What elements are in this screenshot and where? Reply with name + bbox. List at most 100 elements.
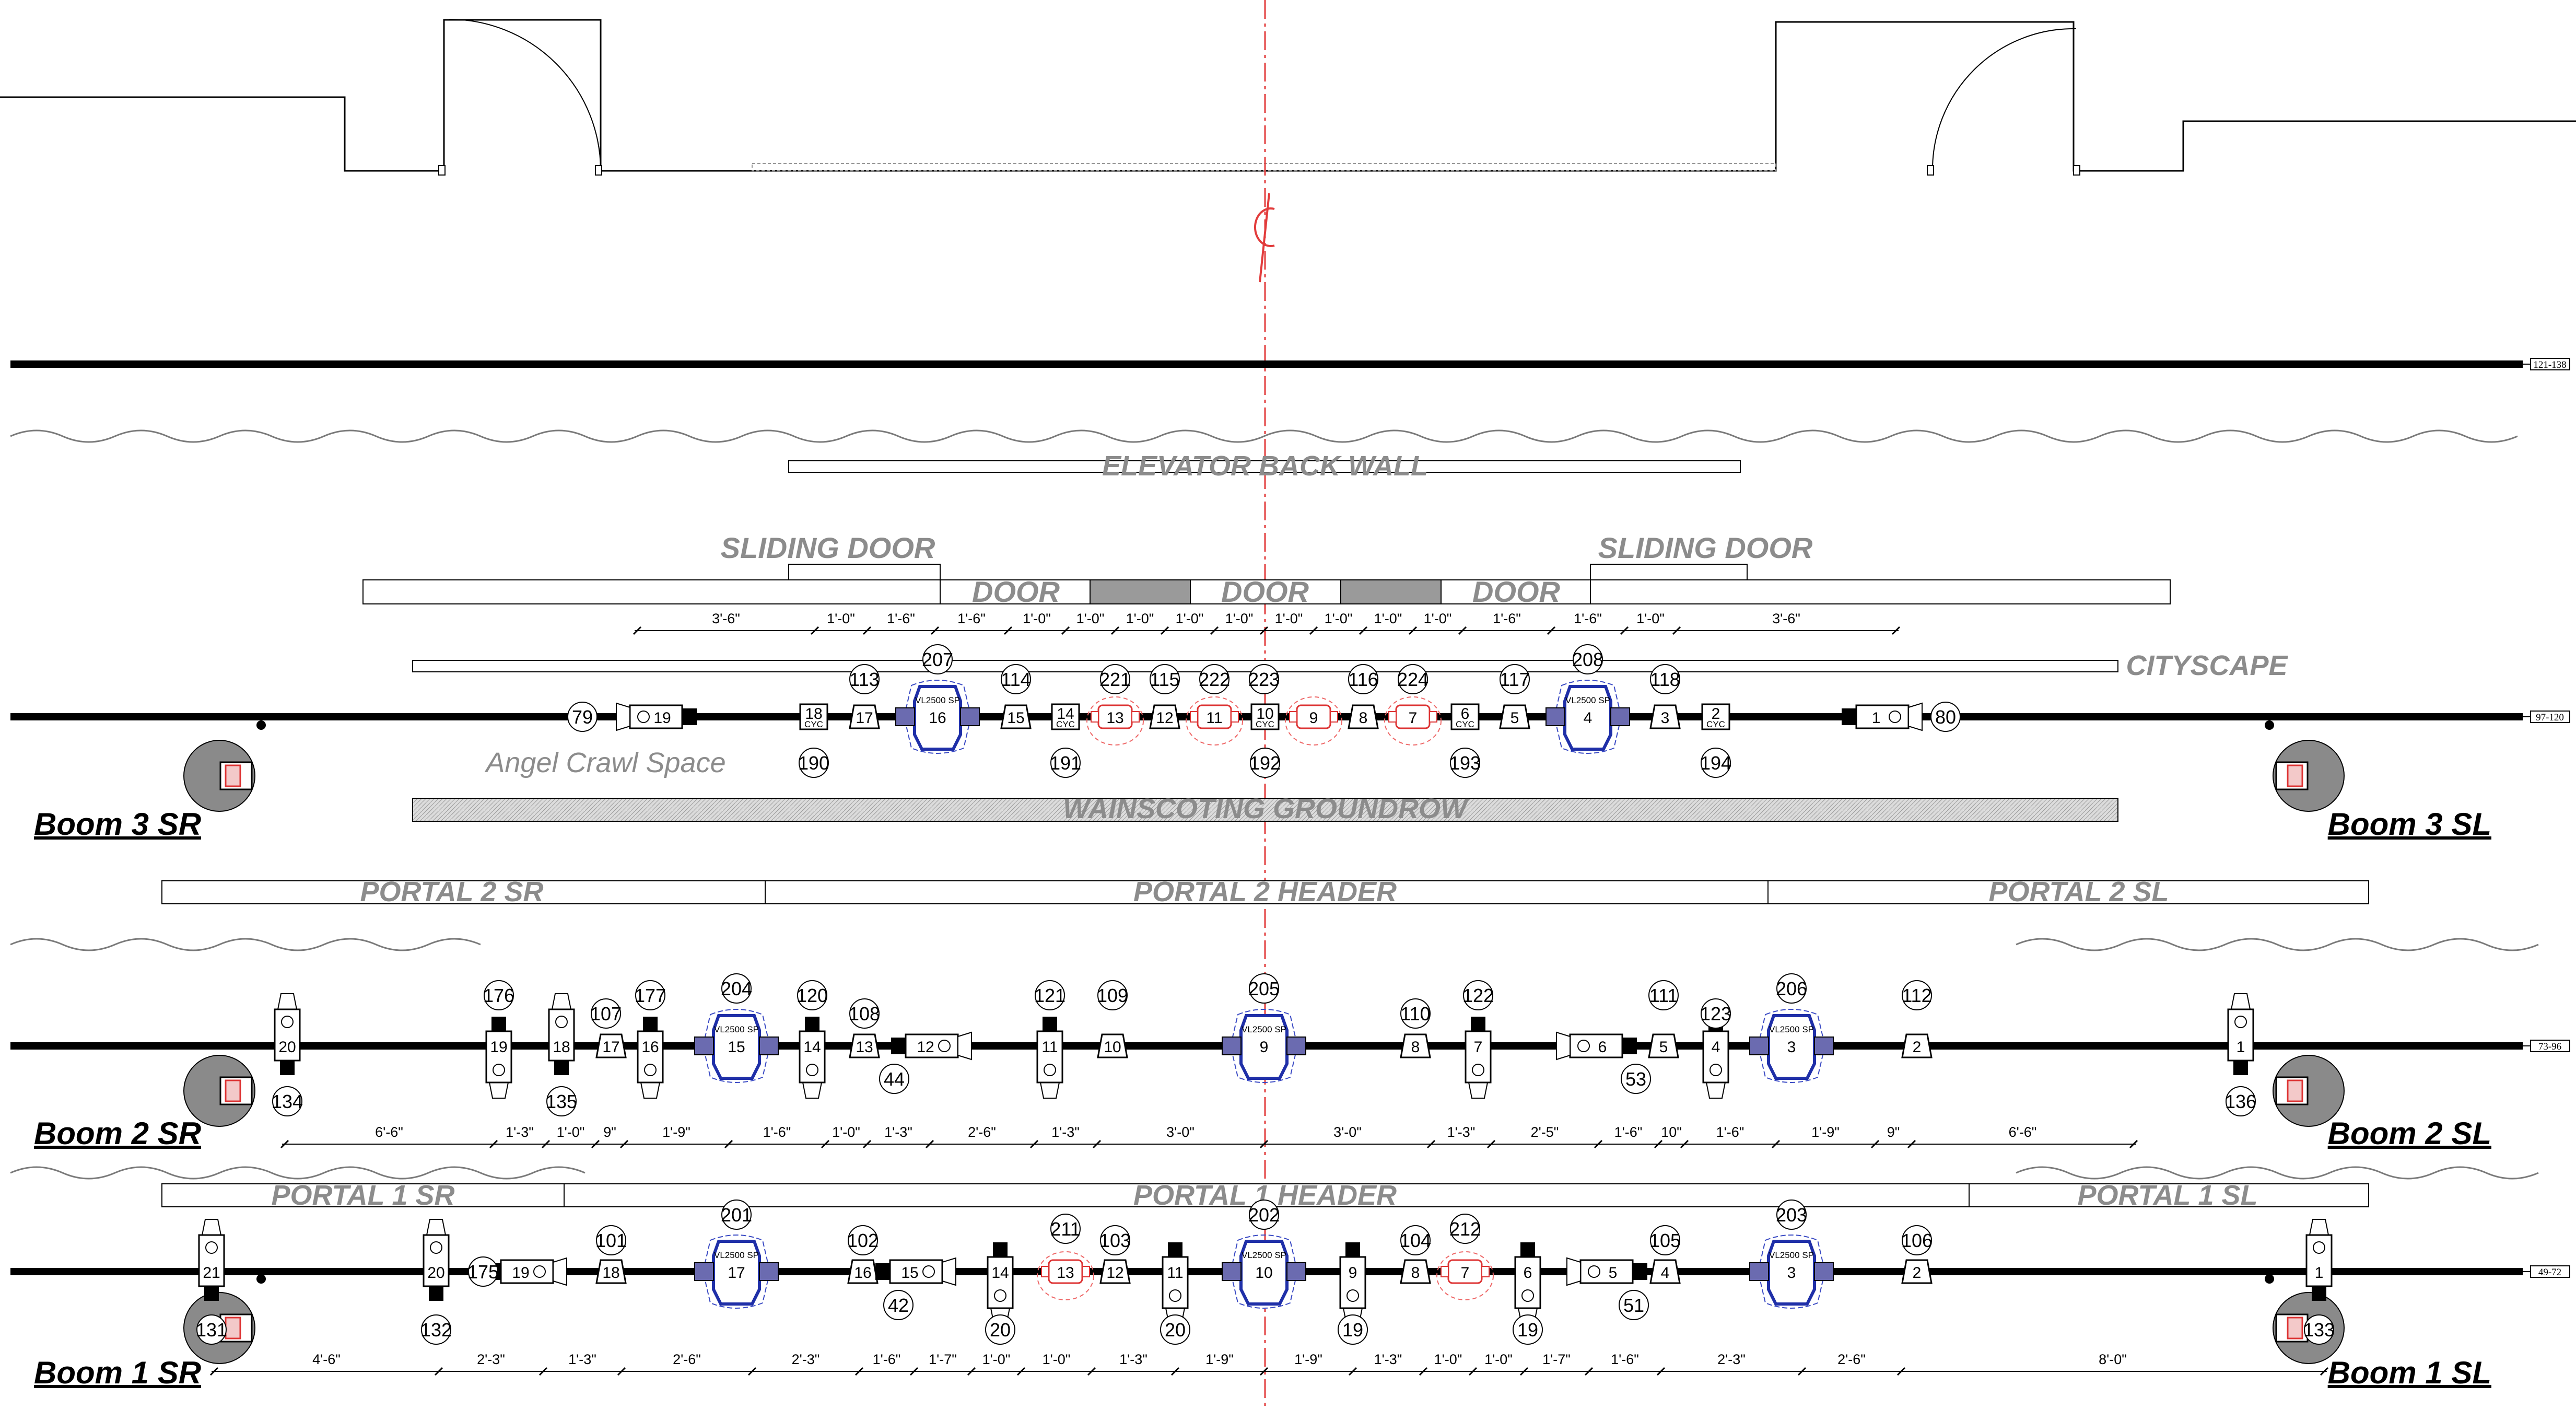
door-label-center: DOOR xyxy=(1221,575,1309,608)
unit-number: 18 xyxy=(805,705,822,723)
dimension-label: 2'-6" xyxy=(968,1124,996,1140)
dimension-label: 2'-3" xyxy=(792,1352,820,1367)
channel-number: 133 xyxy=(2303,1319,2335,1341)
dimension-label: 6'-6" xyxy=(375,1124,403,1140)
dimension-label: 1'-6" xyxy=(873,1352,901,1367)
dimension-tick xyxy=(1170,1367,1180,1376)
unit-number: 17 xyxy=(856,709,873,727)
dimension-label: 1'-9" xyxy=(1811,1124,1840,1140)
dimension-tick xyxy=(1584,1367,1594,1376)
channel-number: 190 xyxy=(798,752,829,774)
fixture: 2 xyxy=(1901,1033,1933,1058)
unit-tag: CYC xyxy=(804,719,823,729)
channel-number: 136 xyxy=(2225,1091,2256,1112)
channel-label: 132 xyxy=(420,1314,452,1345)
channel-number: 114 xyxy=(1001,669,1031,690)
channel-label: 133 xyxy=(2303,1314,2335,1345)
unit-number: 10 xyxy=(1256,705,1273,723)
fixture: 13 xyxy=(1086,696,1144,746)
channel-label: 42 xyxy=(883,1290,914,1320)
unit-number: 10 xyxy=(1255,1264,1272,1282)
dimension-label: 1'-0" xyxy=(1043,1352,1071,1367)
unit-number: 11 xyxy=(1167,1264,1183,1282)
dimension-tick xyxy=(810,626,819,635)
dimension-tick xyxy=(280,1139,289,1149)
dimension-tick xyxy=(633,626,642,635)
dimension-row: 3'-6"1'-0"1'-6"1'-6"1'-0"1'-0"1'-0"1'-0"… xyxy=(633,611,1901,635)
channel-label: 110 xyxy=(1400,998,1431,1029)
channel-label: 207 xyxy=(922,644,953,674)
channel-number: 108 xyxy=(849,1003,880,1024)
unit-number: 4 xyxy=(1712,1039,1720,1056)
unit-number: 4 xyxy=(1661,1264,1670,1282)
portal-1-sr-label: PORTAL 1 SR xyxy=(271,1180,454,1211)
dimension-tick xyxy=(209,1367,219,1376)
unit-number: 9 xyxy=(1309,709,1318,727)
dimension-tick xyxy=(1486,1139,1496,1149)
channel-label: 120 xyxy=(797,980,828,1010)
unit-tag: VL2500 SP xyxy=(1769,1024,1814,1034)
dimension-label: 1'-9" xyxy=(1205,1352,1234,1367)
channel-number: 80 xyxy=(1935,706,1956,728)
dimension-tick xyxy=(1870,1139,1880,1149)
moving-light: VL2500 SP3 xyxy=(1749,1235,1834,1309)
channel-number: 222 xyxy=(1199,669,1230,690)
moving-light: VL2500 SP9 xyxy=(1222,1009,1306,1083)
dimension-label: 1'-0" xyxy=(1434,1352,1462,1367)
boom-pipe-node xyxy=(2265,1274,2274,1284)
dimension-tick xyxy=(909,1367,919,1376)
unit-tag: CYC xyxy=(1706,719,1725,729)
channel-number: 223 xyxy=(1248,669,1280,690)
channel-label: 202 xyxy=(1248,1200,1280,1230)
channel-number: 106 xyxy=(1901,1230,1933,1251)
unit-number: 16 xyxy=(641,1039,659,1056)
unit-number: 13 xyxy=(856,1039,873,1056)
door-label-sl: DOOR xyxy=(1472,575,1561,608)
channel-number: 113 xyxy=(849,669,879,690)
fixture: 8 xyxy=(1400,1033,1431,1058)
unit-number: 17 xyxy=(602,1039,619,1056)
dimension-tick xyxy=(1259,1139,1269,1149)
dimension-label: 1'-9" xyxy=(662,1124,690,1140)
dimension-tick xyxy=(1672,626,1681,635)
unit-number: 21 xyxy=(203,1264,220,1282)
unit-number: 14 xyxy=(1057,705,1074,723)
channel-number: 79 xyxy=(572,706,593,728)
unit-number: 11 xyxy=(1206,709,1222,727)
boom-1-sl-label: Boom 1 SL xyxy=(2328,1355,2491,1390)
unit-tag: 750 xyxy=(1345,1245,1360,1255)
unit-tag: VL2500 SP xyxy=(714,1024,759,1034)
channel-number: 211 xyxy=(1050,1218,1080,1240)
dimension-label: 1'-0" xyxy=(1225,611,1254,626)
unit-tag: VL2500 SP xyxy=(1242,1024,1286,1034)
unit-number: 6 xyxy=(1461,705,1470,723)
dimension-label: 8'-0" xyxy=(2099,1352,2127,1367)
unit-tag: VL2500 SP xyxy=(1242,1250,1286,1260)
dimension-tick xyxy=(1016,1367,1026,1376)
channel-label: 118 xyxy=(1650,664,1680,694)
dimension-label: 4'-6" xyxy=(312,1352,341,1367)
trim-tag-upstage: 121-138 xyxy=(2533,359,2566,370)
dimension-tick xyxy=(1408,626,1418,635)
unit-tag: CYC xyxy=(1056,719,1075,729)
dimension-row: 6'-6"1'-3"1'-0"9"1'-9"1'-6"1'-0"1'-3"2'-… xyxy=(280,1124,2138,1149)
fixture: 12 xyxy=(891,1031,972,1061)
boom-3-sr-label: Boom 3 SR xyxy=(34,807,201,842)
channel-label: 194 xyxy=(1700,748,1731,778)
dimension-tick xyxy=(434,1367,443,1376)
unit-number: 19 xyxy=(512,1264,529,1282)
dimension-label: 2'-3" xyxy=(1717,1352,1746,1367)
unit-number: 20 xyxy=(278,1039,296,1056)
channel-number: 206 xyxy=(1776,978,1807,999)
boom-pipe-node xyxy=(256,1274,266,1284)
unit-tag: 750 xyxy=(1043,1019,1057,1029)
unit-number: 12 xyxy=(1106,1264,1123,1282)
dimension-tick xyxy=(1087,1367,1096,1376)
